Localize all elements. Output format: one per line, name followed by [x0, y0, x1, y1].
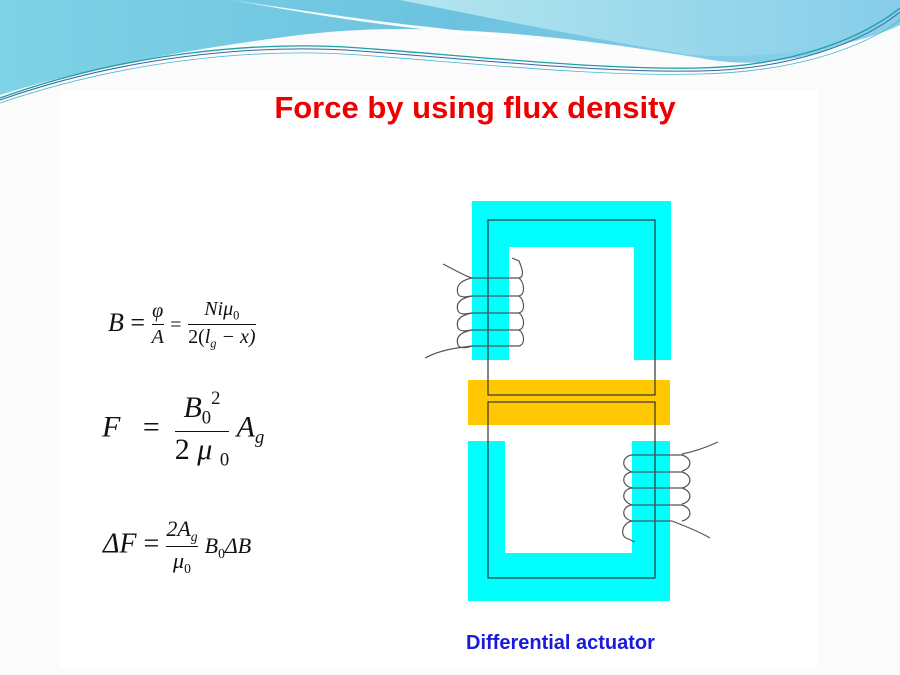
eq1-equals-2: =	[170, 313, 182, 336]
eq1-phi: φ	[152, 300, 164, 323]
eq3-lhs: ΔF	[103, 528, 137, 560]
eq1-fraction-mmf: Niμ0 2(lg − x)	[188, 298, 256, 352]
eq3-delta-b: ΔB	[224, 532, 252, 558]
eq1-fraction-phi-over-a: φ A	[151, 300, 164, 349]
eq2-numerator: B02	[183, 388, 221, 429]
eq1-lhs: B	[108, 307, 124, 337]
eq3-b0: B	[204, 532, 219, 558]
eq2-equals: =	[142, 410, 160, 444]
slide-content-panel	[60, 90, 818, 668]
eq2-fraction: B02 2 μ 0	[174, 388, 230, 471]
lower-flux-path	[487, 401, 656, 579]
lower-coil	[622, 441, 719, 543]
upper-coil	[424, 257, 525, 359]
eq2-lhs: F	[102, 410, 121, 444]
diagram-caption: Differential actuator	[466, 632, 655, 654]
eq2-area: A	[236, 410, 255, 444]
equation-force: F = B02 2 μ 0 Ag	[102, 388, 265, 471]
eq3-fraction: 2Ag μ0	[166, 516, 198, 577]
eq3-numerator: 2Ag	[166, 516, 198, 544]
eq1-area: A	[151, 326, 164, 349]
lower-u-core	[468, 441, 670, 601]
eq1-denominator: 2(lg − x)	[188, 326, 256, 351]
upper-u-core	[472, 201, 671, 360]
eq1-equals: =	[130, 307, 146, 337]
equation-flux-density: B = φ A = Niμ0 2(lg − x)	[108, 298, 256, 352]
upper-flux-path	[487, 219, 656, 396]
eq2-denominator: 2 μ 0	[174, 432, 230, 471]
eq3-equals: =	[143, 528, 160, 560]
equation-delta-force: ΔF = 2Ag μ0 B0ΔB	[103, 516, 252, 577]
eq1-numerator: Niμ0	[204, 298, 240, 323]
eq3-denominator: μ0	[173, 547, 191, 576]
slide-title: Force by using flux density	[274, 90, 676, 125]
differential-actuator-diagram	[424, 201, 719, 601]
